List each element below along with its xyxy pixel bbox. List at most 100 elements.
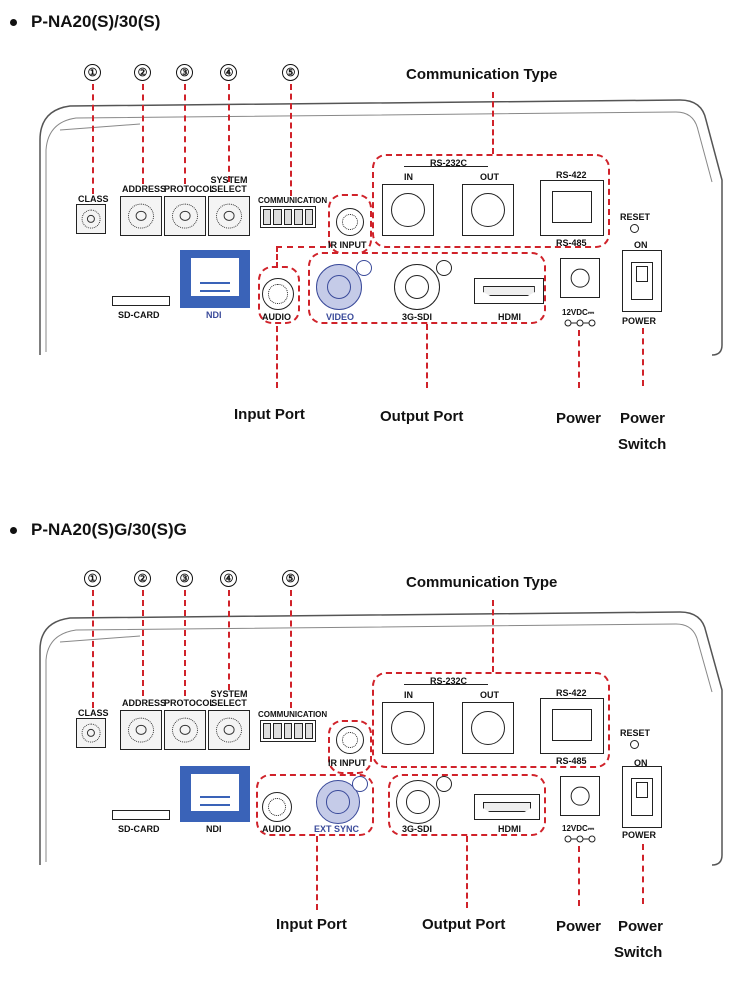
protocol-switch[interactable] [164, 710, 206, 750]
power-switch-callout-line1: Power [620, 410, 666, 427]
ir-input-label: IR INPUT [328, 758, 367, 768]
ir-input-label: IR INPUT [328, 240, 367, 250]
hdmi-port[interactable] [474, 278, 544, 304]
address-switch[interactable] [120, 196, 162, 236]
ndi-label: NDI [206, 824, 222, 834]
communication-type-label: Communication Type [406, 66, 558, 83]
reset-button[interactable] [630, 224, 639, 233]
hdmi-port[interactable] [474, 794, 540, 820]
leader-input [276, 326, 278, 388]
leader-switch [642, 328, 644, 386]
rs232c-out-port[interactable] [462, 184, 514, 236]
ir-input-port[interactable] [336, 208, 364, 236]
dc-polarity-icon [564, 835, 596, 843]
callout-number-2: ② [134, 570, 151, 587]
video-bnc-port[interactable] [316, 264, 362, 310]
sd-card-label: SD-CARD [118, 824, 160, 834]
ir-input-box [328, 720, 372, 774]
callout-number-1: ① [84, 64, 101, 81]
communication-dip-switch[interactable] [260, 206, 316, 228]
bullet-icon [10, 18, 17, 26]
ndi-port[interactable] [180, 250, 250, 308]
power-switch[interactable] [622, 766, 662, 828]
sdi-label: 3G-SDI [402, 312, 433, 322]
reset-button[interactable] [630, 740, 639, 749]
class-switch[interactable] [76, 204, 106, 234]
leader-3 [184, 84, 186, 184]
output-port-callout: Output Port [380, 408, 464, 425]
sd-card-slot[interactable] [112, 296, 170, 306]
callout-number-3: ③ [176, 570, 193, 587]
leader-5 [290, 590, 292, 708]
rs232c-in-label: IN [404, 690, 413, 700]
system-select-label: SYSTEM SELECT [210, 689, 248, 708]
power-callout: Power [556, 918, 602, 935]
dc-label: 12VDC⎓ [562, 308, 595, 317]
leader-5 [290, 84, 292, 196]
communication-dip-switch[interactable] [260, 720, 316, 742]
address-switch[interactable] [120, 710, 162, 750]
audio-port[interactable] [262, 792, 292, 822]
rs232c-out-port[interactable] [462, 702, 514, 754]
leader-power [578, 330, 580, 388]
communication-box [372, 154, 610, 248]
rs232c-bracket [404, 684, 488, 685]
ir-input-port[interactable] [336, 726, 364, 754]
leader-switch [642, 844, 644, 904]
leader-output [426, 324, 428, 388]
rs232c-label: RS-232C [430, 676, 468, 686]
leader-comm [492, 600, 494, 672]
rs232c-in-port[interactable] [382, 184, 434, 236]
ndi-port[interactable] [180, 766, 250, 822]
audio-port[interactable] [262, 278, 294, 310]
callout-number-1: ① [84, 570, 101, 587]
rs232c-out-label: OUT [480, 690, 499, 700]
section-title-text: P-NA20(S)/30(S) [31, 12, 161, 31]
rs422-port[interactable] [540, 698, 604, 754]
leader-output [466, 836, 468, 908]
communication-box [372, 672, 610, 768]
output-port-callout: Output Port [422, 916, 506, 933]
power-switch[interactable] [622, 250, 662, 312]
sdi-bnc-lug [436, 776, 452, 792]
rs422-port[interactable] [540, 180, 604, 236]
sdi-bnc-port[interactable] [394, 264, 440, 310]
dc-power-jack[interactable] [560, 776, 600, 816]
dc-label: 12VDC⎓ [562, 824, 595, 833]
system-select-switch[interactable] [208, 196, 250, 236]
dc-polarity-icon [564, 319, 596, 327]
power-label: POWER [622, 316, 657, 326]
power-switch-callout-line1: Power [618, 918, 664, 935]
callout-number-2: ② [134, 64, 151, 81]
leader-4 [228, 590, 230, 690]
leader-power [578, 846, 580, 906]
protocol-switch[interactable] [164, 196, 206, 236]
address-label: ADDRESS [122, 184, 167, 194]
device-rear-outline [39, 611, 723, 866]
leader-1 [92, 84, 94, 194]
rs485-label: RS-485 [556, 756, 587, 766]
video-label: VIDEO [326, 312, 355, 322]
ndi-label: NDI [206, 310, 222, 320]
protocol-label: PROTOCOL [164, 698, 215, 708]
video-bnc-lug [356, 260, 372, 276]
rs232c-in-port[interactable] [382, 702, 434, 754]
model-section-1: P-NA20(S)/30(S) ① ② ③ ④ ⑤ Communication … [0, 0, 740, 490]
sdi-bnc-port[interactable] [396, 780, 440, 824]
callout-number-4: ④ [220, 64, 237, 81]
sd-card-label: SD-CARD [118, 310, 160, 320]
class-switch[interactable] [76, 718, 106, 748]
input-port-box [256, 774, 374, 836]
model-section-2: P-NA20(S)G/30(S)G ① ② ③ ④ ⑤ Communicatio… [0, 510, 740, 1000]
audio-label: AUDIO [262, 824, 291, 834]
hdmi-label: HDMI [498, 312, 521, 322]
device-rear-outline [39, 99, 723, 356]
sd-card-slot[interactable] [112, 810, 170, 820]
leader-1 [92, 590, 94, 708]
system-select-switch[interactable] [208, 710, 250, 750]
rs232c-label: RS-232C [430, 158, 468, 168]
rs422-label: RS-422 [556, 170, 587, 180]
class-label: CLASS [78, 708, 109, 718]
dc-power-jack[interactable] [560, 258, 600, 298]
rs232c-bracket [404, 166, 488, 167]
